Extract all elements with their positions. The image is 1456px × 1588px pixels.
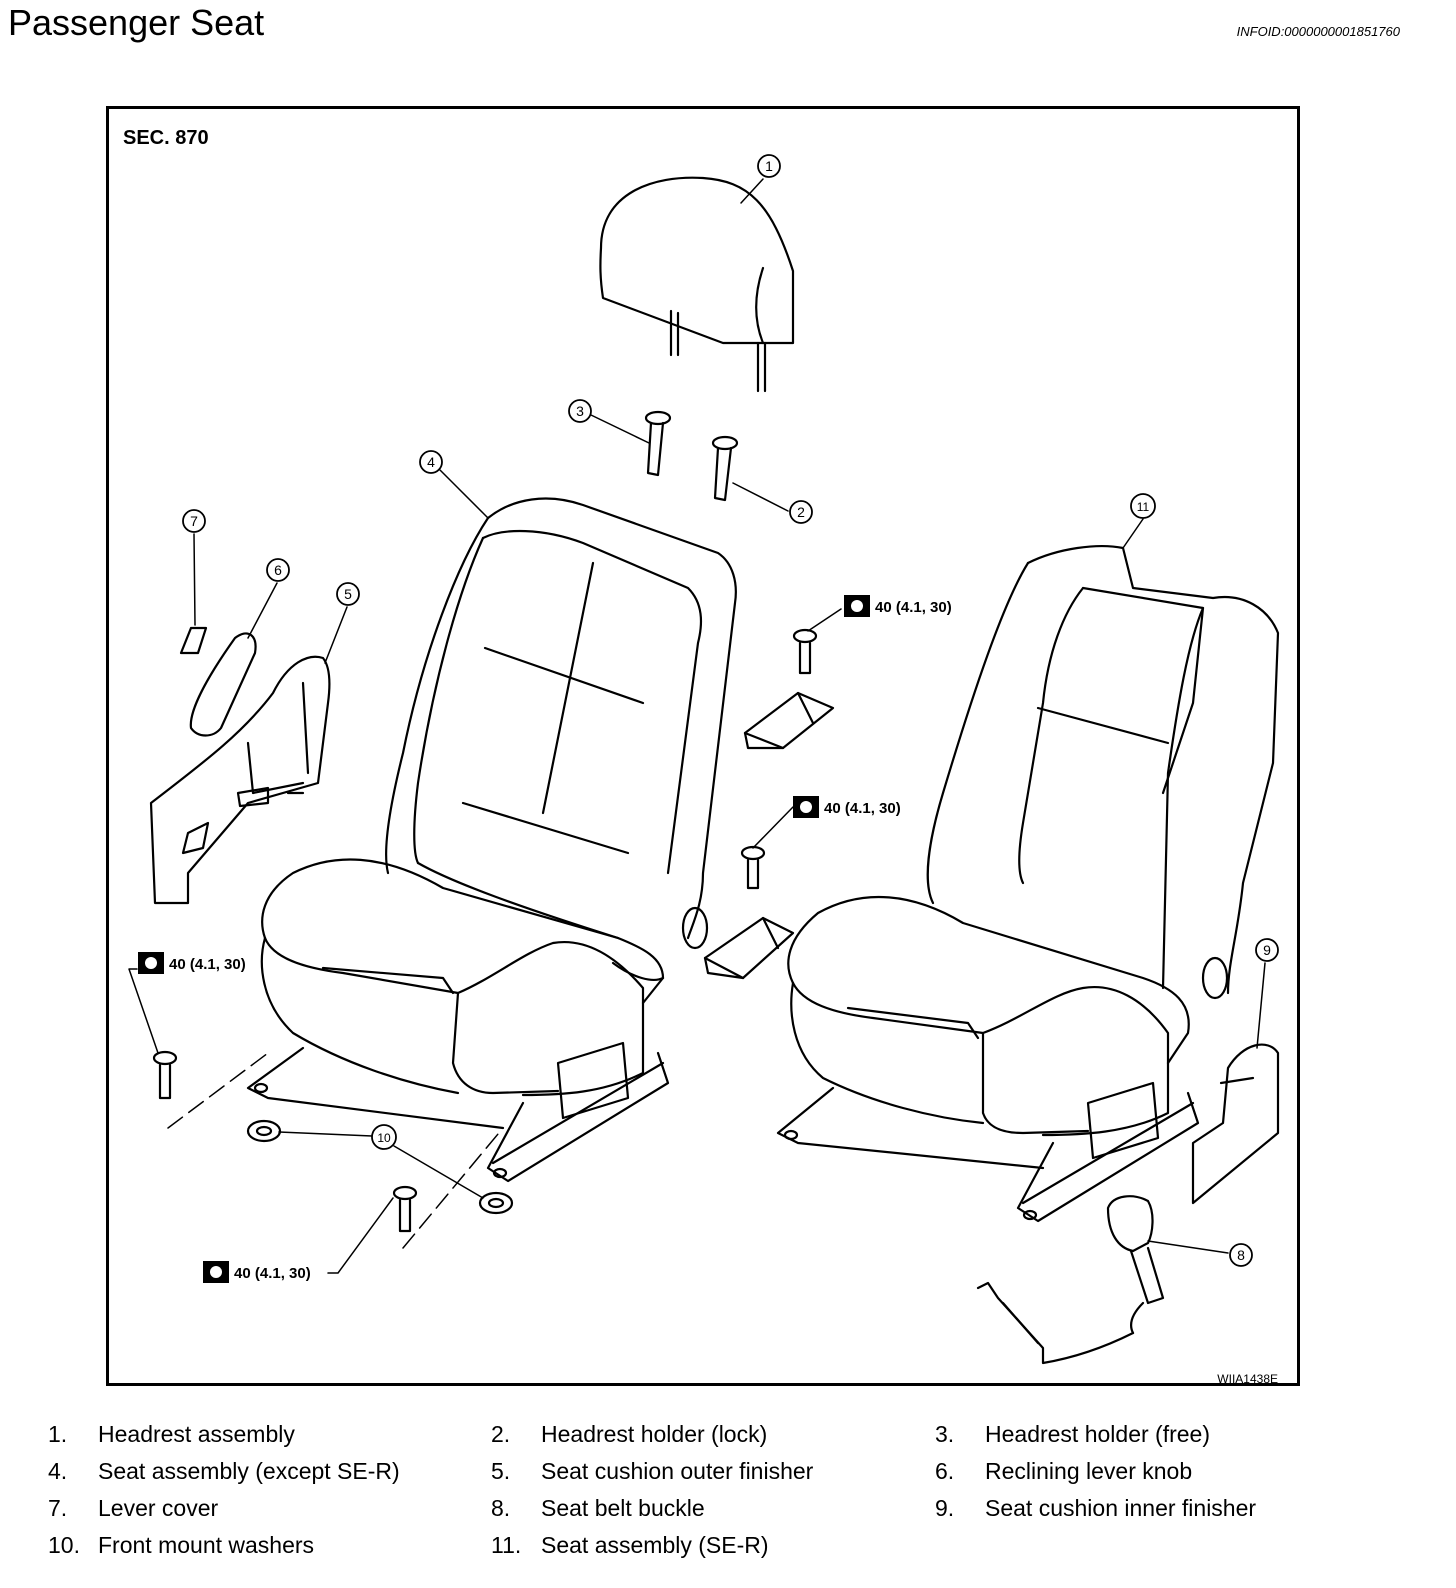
callout-4: 4 (419, 450, 443, 474)
torque-specs: 40 (4.1, 30) 40 (4.1, 30) 40 (4.1, 30) 4… (138, 595, 952, 1283)
headrest-drawing (599, 176, 795, 393)
callout-6: 6 (266, 558, 290, 582)
info-id: INFOID:0000000001851760 (1236, 24, 1400, 39)
callout-3: 3 (568, 399, 592, 423)
callout-1: 1 (757, 154, 781, 178)
washers-drawing (246, 1119, 514, 1215)
svg-text:40 (4.1, 30): 40 (4.1, 30) (824, 800, 901, 817)
exploded-view-diagram: SEC. 870 WIIA1438E (123, 127, 1280, 1383)
callout-markers: 1 2 3 4 5 6 7 8 9 10 11 (182, 154, 1279, 1267)
lever-cover-drawing (179, 626, 208, 655)
callout-5: 5 (336, 582, 360, 606)
alignment-lines (167, 1052, 504, 1249)
svg-text:40 (4.1, 30): 40 (4.1, 30) (169, 956, 246, 973)
outer-finisher-drawing (149, 655, 331, 905)
seat-belt-buckle-drawing (976, 1195, 1165, 1365)
ser-seat-assembly-drawing (776, 545, 1280, 1223)
callout-9: 9 (1255, 938, 1279, 962)
svg-text:2: 2 (797, 504, 805, 520)
figure-code: WIIA1438E (1217, 1372, 1278, 1383)
torque-spec-left: 40 (4.1, 30) (138, 952, 246, 974)
svg-text:11: 11 (1137, 500, 1150, 514)
svg-text:6: 6 (274, 562, 282, 578)
torque-spec-lower: 40 (4.1, 30) (203, 1261, 311, 1283)
torque-spec-upper: 40 (4.1, 30) (844, 595, 952, 617)
section-label: SEC. 870 (123, 127, 209, 149)
svg-text:7: 7 (190, 513, 198, 529)
torque-spec-middle: 40 (4.1, 30) (793, 796, 901, 818)
brackets-drawing (703, 691, 835, 980)
callout-10: 10 (371, 1124, 397, 1150)
leader-lines (128, 178, 1266, 1274)
svg-text:40 (4.1, 30): 40 (4.1, 30) (234, 1265, 311, 1282)
bolts-drawing (152, 628, 818, 1233)
diagram-frame: SEC. 870 WIIA1438E (106, 106, 1300, 1386)
svg-text:9: 9 (1263, 942, 1271, 958)
inner-finisher-drawing (1191, 1043, 1280, 1205)
callout-7: 7 (182, 509, 206, 533)
callout-8: 8 (1229, 1243, 1253, 1267)
seat-assembly-drawing (246, 497, 737, 1183)
headrest-holders-drawing (644, 410, 739, 502)
svg-text:5: 5 (344, 586, 352, 602)
svg-text:4: 4 (427, 454, 435, 470)
svg-text:8: 8 (1237, 1247, 1245, 1263)
svg-text:1: 1 (765, 158, 773, 174)
page-title: Passenger Seat (8, 2, 265, 43)
svg-text:3: 3 (576, 403, 584, 419)
callout-11: 11 (1130, 493, 1156, 519)
lever-knob-drawing (189, 632, 257, 737)
svg-text:40 (4.1, 30): 40 (4.1, 30) (875, 599, 952, 616)
callout-2: 2 (789, 500, 813, 524)
svg-text:10: 10 (377, 1131, 391, 1145)
